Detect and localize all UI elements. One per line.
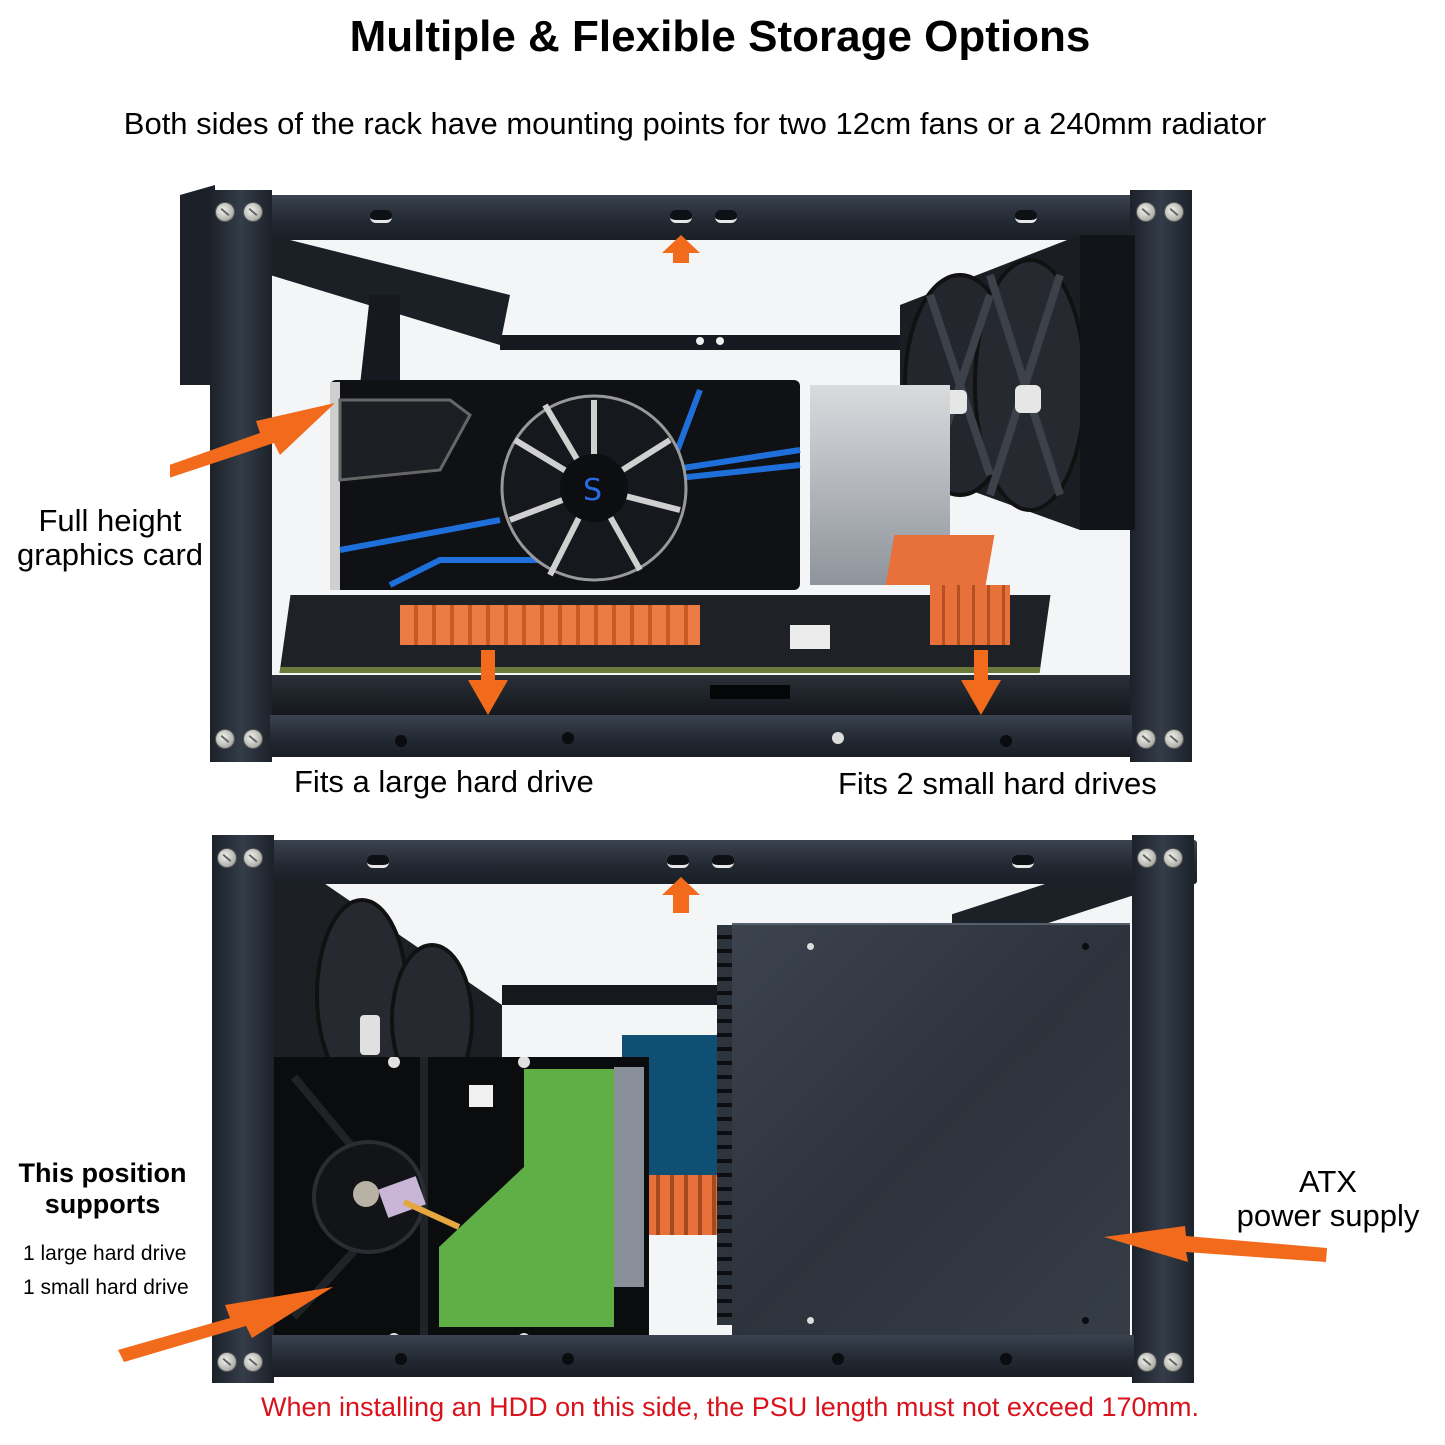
position-heading-line1: This position xyxy=(18,1158,187,1188)
psu-label: ATX power supply xyxy=(1228,1165,1428,1233)
psu-label-line2: power supply xyxy=(1236,1198,1420,1233)
vrm-heatsink xyxy=(400,605,700,645)
page-subtitle: Both sides of the rack have mounting poi… xyxy=(123,106,1267,141)
page-title: Multiple & Flexible Storage Options xyxy=(349,12,1091,61)
large-hard-drive xyxy=(274,1057,649,1345)
psu-length-warning: When installing an HDD on this side, the… xyxy=(261,1392,1199,1422)
support-list: 1 large hard drive 1 small hard drive xyxy=(23,1237,189,1305)
psu-side-panel xyxy=(732,923,1130,1337)
position-heading-line2: supports xyxy=(44,1189,161,1219)
large-drive-label: Fits a large hard drive xyxy=(294,764,594,799)
psu-label-line1: ATX xyxy=(1299,1164,1357,1199)
gpu-label: Full height graphics card xyxy=(10,504,210,572)
position-supports-heading: This position supports xyxy=(10,1158,195,1220)
fans-left xyxy=(272,875,502,1075)
svg-text:S: S xyxy=(583,473,602,508)
support-item-small-drive: 1 small hard drive xyxy=(23,1276,189,1299)
arrows-top xyxy=(170,235,1001,715)
support-item-large-drive: 1 large hard drive xyxy=(23,1242,187,1265)
small-drives-label: Fits 2 small hard drives xyxy=(838,766,1157,801)
graphics-card: S xyxy=(330,380,801,590)
top-case-photo: S xyxy=(170,185,1200,765)
gpu-label-line2: graphics card xyxy=(16,537,204,572)
case-frame-top xyxy=(180,185,1020,404)
gpu-label-line1: Full height xyxy=(38,503,182,538)
bottom-case-photo xyxy=(118,835,1327,1385)
fans-radiator xyxy=(900,235,1135,530)
